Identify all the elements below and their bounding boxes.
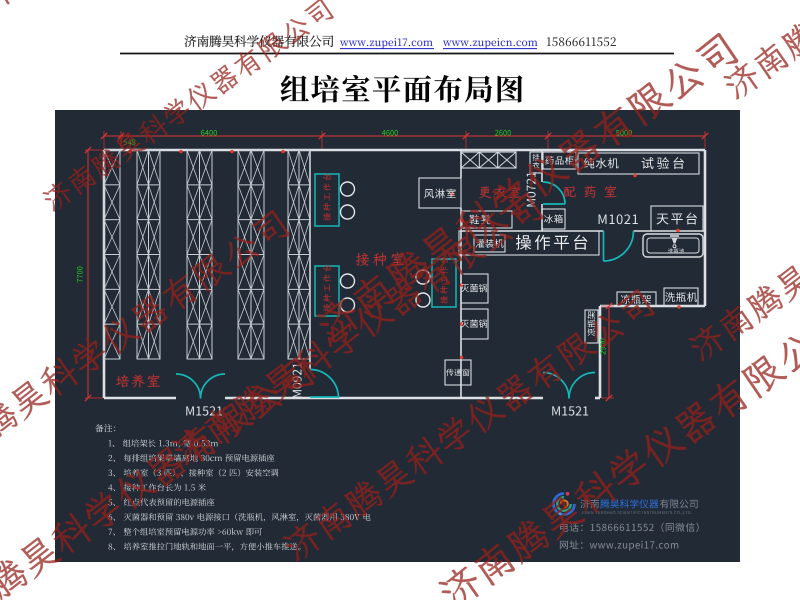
locker-bench [460, 151, 517, 169]
label-air-shower [424, 188, 456, 199]
header-phone [546, 37, 616, 47]
floor-plan [84, 131, 709, 402]
stool-icon [339, 181, 356, 197]
door-m0721 [542, 181, 566, 205]
dim-5000 [615, 129, 632, 136]
watermark-text [723, 24, 800, 100]
dim-2900 [599, 338, 606, 355]
watermark-text [316, 32, 739, 343]
header-link-zupeicn[interactable] [442, 38, 538, 49]
footer-phone [560, 522, 699, 532]
room-label-culture [115, 374, 160, 388]
label-operation-platform [515, 234, 588, 250]
watermark-text [0, 357, 315, 600]
drawing-panel [55, 110, 740, 562]
bottle-sink [642, 233, 704, 258]
footer-company-en [581, 511, 692, 515]
label-fridge [544, 214, 563, 224]
watermark-text [0, 209, 290, 443]
label-bottle-sink [667, 248, 685, 254]
dim-6400 [201, 129, 217, 136]
footer-website[interactable] [559, 540, 679, 551]
label-bottle-washer [665, 292, 698, 302]
room-label-pharmacy [563, 185, 617, 198]
note-line [108, 542, 301, 552]
stool-icon [415, 292, 431, 308]
note-line [108, 468, 279, 477]
bottle-washer-box [663, 287, 699, 307]
watermark-text [282, 288, 655, 562]
header-company-name [184, 35, 334, 48]
label-workbench-1 [323, 173, 331, 221]
tissue-culture-rack [186, 149, 213, 360]
notes-heading [95, 424, 116, 433]
page-title [280, 74, 523, 103]
stool-icon [339, 273, 356, 289]
watermark-text [688, 265, 800, 362]
footer-company-mid [600, 499, 659, 509]
label-workbench-2 [323, 264, 331, 312]
label-test-bench [641, 156, 685, 170]
label-coat-rack [532, 153, 540, 169]
label-balance-table [656, 212, 698, 225]
label-door-m1021 [598, 214, 638, 225]
sterilizer-1-box [460, 273, 489, 304]
label-workbench-3 [440, 256, 448, 304]
culture-room-racks [103, 149, 311, 360]
dim-2600 [494, 129, 511, 136]
door-m1021 [602, 230, 635, 262]
power-outlet-dot [633, 173, 637, 178]
footer [552, 491, 699, 551]
power-outlet-dot [281, 149, 285, 154]
label-sterilizer-2 [460, 319, 487, 328]
stool-icon [339, 204, 356, 220]
power-outlet-dot [179, 149, 183, 154]
note-line [108, 513, 371, 522]
note-line [108, 527, 262, 536]
faucet-icon [671, 237, 678, 244]
power-outlet-dot [677, 305, 681, 309]
power-outlet-dot [459, 355, 464, 360]
cooling-rack-v-box [584, 309, 599, 344]
label-door-m1521-right [552, 406, 589, 416]
watermark-text [42, 0, 334, 212]
power-outlet-dot [230, 149, 234, 154]
power-outlet-dot [676, 228, 680, 233]
header-link-zupei17[interactable] [339, 38, 433, 49]
label-water-purifier [583, 157, 619, 169]
equipment-boxes [418, 151, 704, 386]
filling-machine-box [473, 234, 506, 253]
pass-window-box [444, 359, 472, 386]
door-m1521-left [175, 373, 226, 399]
label-sterilizer-1 [460, 283, 487, 293]
footer-company-suffix [659, 499, 698, 509]
air-shower-box [418, 177, 462, 209]
watermark-text [438, 336, 800, 600]
header [120, 35, 674, 55]
label-cooling-rack-v [587, 311, 596, 336]
lab-bench-box [577, 152, 700, 175]
tissue-culture-rack [287, 149, 311, 360]
label-pass-window [446, 368, 470, 377]
dim-7700 [76, 266, 83, 283]
door-m0921 [309, 368, 340, 399]
dim-4600 [381, 129, 398, 136]
